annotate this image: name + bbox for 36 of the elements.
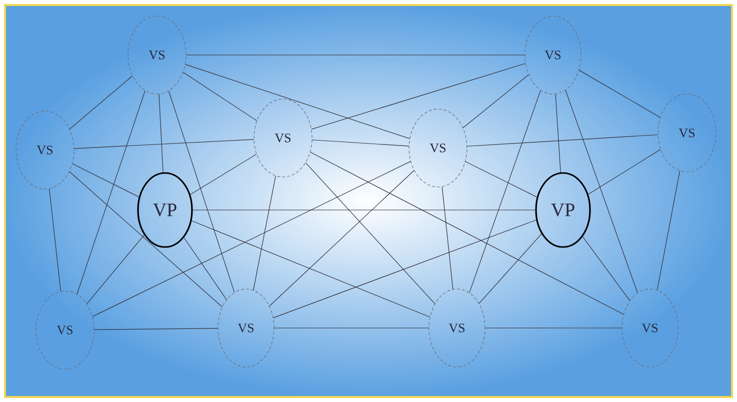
- connector-line: [442, 186, 454, 290]
- connector-line: [76, 90, 146, 294]
- connector-line: [310, 152, 624, 315]
- connector-line: [185, 64, 410, 139]
- connector-line: [312, 140, 410, 146]
- connector-line: [94, 328, 218, 330]
- connector-line: [465, 161, 538, 198]
- connector-line: [582, 236, 630, 301]
- connector-line: [656, 170, 680, 290]
- connector-line: [466, 134, 658, 147]
- connector-line: [49, 188, 61, 292]
- connector-line: [92, 161, 411, 317]
- connector-line: [305, 162, 436, 304]
- connector-line: [158, 94, 164, 173]
- connector-line: [555, 94, 561, 173]
- connector-line: [588, 149, 661, 195]
- connector-line: [190, 154, 257, 195]
- connector-line: [86, 234, 144, 304]
- connector-line: [191, 220, 430, 318]
- connector-line: [565, 90, 638, 294]
- connector-line: [578, 70, 660, 118]
- connector-line: [72, 163, 140, 198]
- connector-line: [74, 139, 254, 149]
- connector-line: [186, 54, 525, 56]
- connector-line: [183, 72, 257, 121]
- connector-line: [469, 90, 541, 293]
- connector-line: [184, 237, 227, 300]
- connector-line: [69, 171, 222, 308]
- connector-line: [269, 170, 414, 306]
- connector-line: [273, 220, 536, 318]
- connector-line: [253, 176, 276, 290]
- connector-line: [462, 74, 529, 128]
- connector-line: [168, 90, 235, 292]
- connector-line: [311, 63, 526, 130]
- connector-line: [478, 234, 542, 304]
- connector-line: [69, 76, 133, 130]
